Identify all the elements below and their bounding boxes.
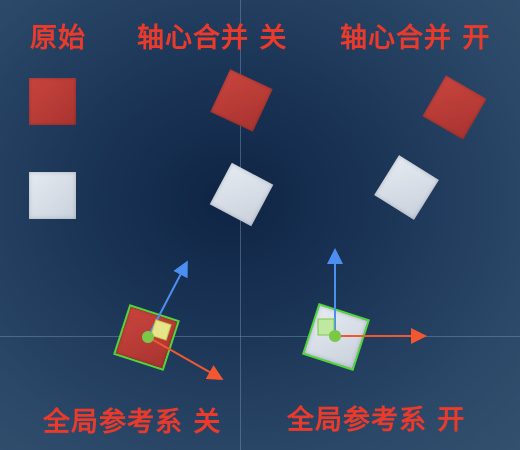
label-pivot-off: 轴心合并 关 (137, 23, 288, 54)
gizmo-x-axis-local[interactable] (147, 336, 224, 380)
gizmo-center-global[interactable] (329, 330, 341, 342)
gizmo-center-local[interactable] (142, 331, 154, 343)
white-cube-original[interactable] (29, 172, 76, 219)
label-global-on: 全局参考系 开 (287, 405, 466, 436)
gizmo-plane-handle-local[interactable] (150, 319, 172, 341)
label-global-off: 全局参考系 关 (43, 407, 222, 438)
red-cube-original[interactable] (29, 78, 76, 125)
label-pivot-on: 轴心合并 开 (340, 23, 491, 54)
grid-line-horizontal (0, 336, 520, 337)
gizmo-plane-handle-global[interactable] (317, 318, 335, 336)
move-gizmo-global[interactable] (317, 248, 427, 344)
label-original: 原始 (30, 23, 86, 54)
grid-line-vertical (240, 0, 241, 450)
move-gizmo-local[interactable] (142, 260, 224, 380)
